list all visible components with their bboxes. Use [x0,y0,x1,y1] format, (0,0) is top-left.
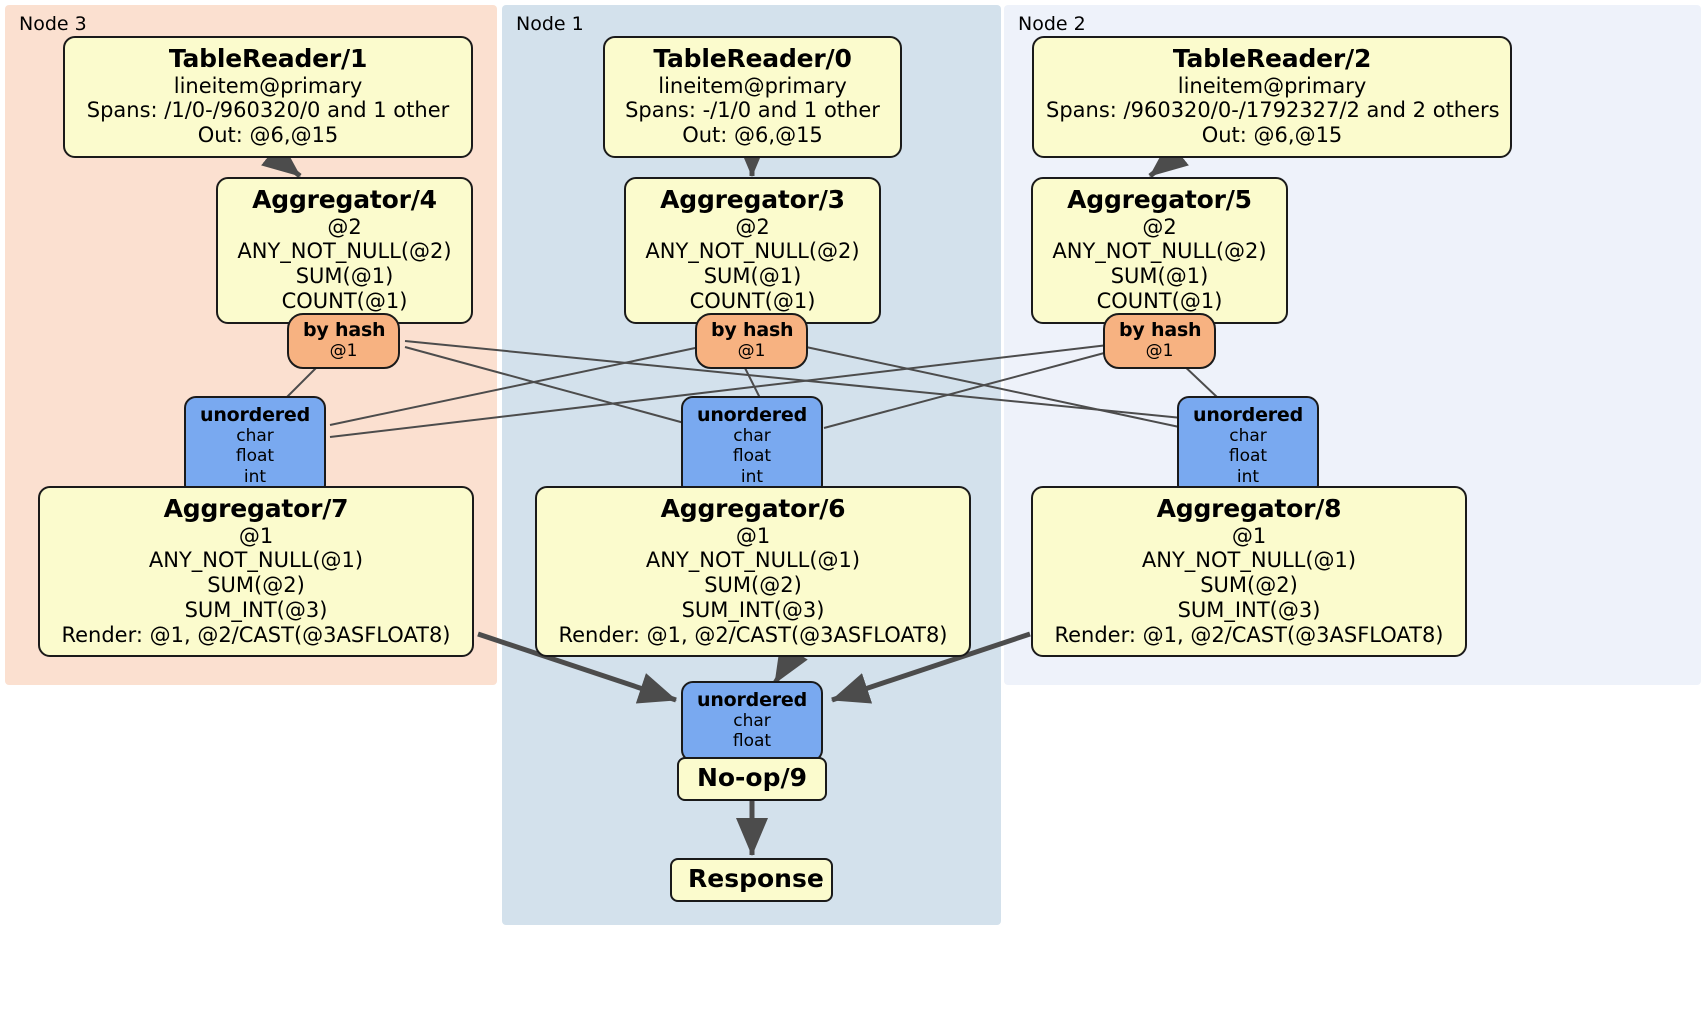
processor-detail-agg1: SUM(@1) [295,264,394,289]
processor-detail-spans: Spans: -/1/0 and 1 other [625,98,880,123]
processor-response[interactable]: Response [670,858,833,902]
synchronizer-unordered-center[interactable]: unordered char float int [681,396,823,497]
router-by-hash-left[interactable]: by hash @1 [287,313,400,370]
router-title: by hash [303,319,386,341]
node-panel-label-node1: Node 1 [516,13,584,35]
processor-title: Aggregator/3 [660,185,845,214]
processor-detail-agg1: SUM(@2) [704,573,802,598]
node-panel-label-node3: Node 3 [19,13,87,35]
processor-detail-agg1: SUM(@2) [207,573,305,598]
synchronizer-type-1: float [732,731,772,752]
processor-aggregator-6[interactable]: Aggregator/6 @1 ANY_NOT_NULL(@1) SUM(@2)… [535,486,971,658]
processor-detail-out: Out: @6,@15 [1201,123,1343,148]
processor-title: TableReader/2 [1172,44,1372,73]
processor-detail-out: Out: @6,@15 [197,123,339,148]
router-title: by hash [1119,319,1202,341]
processor-aggregator-7[interactable]: Aggregator/7 @1 ANY_NOT_NULL(@1) SUM(@2)… [38,486,474,658]
processor-title: Response [688,864,824,893]
router-detail-column: @1 [737,341,766,362]
synchronizer-type-2: int [243,466,267,487]
processor-detail-agg1: SUM(@1) [1110,264,1209,289]
processor-detail-render: Render: @1, @2/CAST(@3ASFLOAT8) [61,622,451,647]
processor-aggregator-5[interactable]: Aggregator/5 @2 ANY_NOT_NULL(@2) SUM(@1)… [1031,177,1288,324]
processor-title: Aggregator/5 [1067,185,1252,214]
processor-detail-agg2: COUNT(@1) [1096,288,1223,313]
processor-detail-agg2: SUM_INT(@3) [1177,597,1321,622]
router-detail-column: @1 [329,341,358,362]
synchronizer-type-0: char [1229,426,1267,447]
processor-detail-groupcols: @2 [327,214,362,239]
processor-detail-spans: Spans: /960320/0-/1792327/2 and 2 others [1046,98,1500,123]
synchronizer-type-2: int [1236,466,1260,487]
processor-title: Aggregator/8 [1156,494,1342,523]
processor-table-reader-1[interactable]: TableReader/1 lineitem@primary Spans: /1… [63,36,473,158]
processor-detail-groupcols: @2 [735,214,770,239]
synchronizer-title: unordered [200,404,311,426]
processor-table-reader-2[interactable]: TableReader/2 lineitem@primary Spans: /9… [1032,36,1512,158]
synchronizer-type-1: float [1228,446,1268,467]
node-panel-label-node2: Node 2 [1018,13,1086,35]
processor-detail-agg0: ANY_NOT_NULL(@1) [148,548,364,573]
processor-detail-out: Out: @6,@15 [682,123,823,148]
processor-detail-groupcols: @1 [735,523,771,548]
router-detail-column: @1 [1145,341,1174,362]
synchronizer-unordered-left[interactable]: unordered char float int [184,396,326,497]
processor-detail-agg0: ANY_NOT_NULL(@2) [237,239,452,264]
processor-aggregator-8[interactable]: Aggregator/8 @1 ANY_NOT_NULL(@1) SUM(@2)… [1031,486,1467,658]
synchronizer-type-1: float [235,446,275,467]
processor-table-reader-0[interactable]: TableReader/0 lineitem@primary Spans: -/… [603,36,902,158]
processor-detail-spans: Spans: /1/0-/960320/0 and 1 other [86,98,450,123]
processor-aggregator-4[interactable]: Aggregator/4 @2 ANY_NOT_NULL(@2) SUM(@1)… [216,177,473,324]
processor-title: TableReader/0 [653,44,852,73]
router-by-hash-right[interactable]: by hash @1 [1103,313,1216,370]
processor-detail-render: Render: @1, @2/CAST(@3ASFLOAT8) [558,622,948,647]
processor-detail-table: lineitem@primary [173,73,363,98]
processor-aggregator-3[interactable]: Aggregator/3 @2 ANY_NOT_NULL(@2) SUM(@1)… [624,177,881,324]
synchronizer-unordered-final[interactable]: unordered char float [681,681,823,762]
processor-detail-table: lineitem@primary [1177,73,1367,98]
processor-title: TableReader/1 [168,44,368,73]
synchronizer-title: unordered [697,689,808,711]
processor-noop-9[interactable]: No-op/9 [677,757,827,801]
processor-title: No-op/9 [696,763,808,792]
synchronizer-type-0: char [733,711,771,732]
processor-detail-agg0: ANY_NOT_NULL(@1) [1141,548,1357,573]
processor-title: Aggregator/4 [252,185,437,214]
synchronizer-type-1: float [732,446,772,467]
processor-detail-agg0: ANY_NOT_NULL(@1) [645,548,861,573]
router-by-hash-center[interactable]: by hash @1 [695,313,808,370]
processor-detail-groupcols: @1 [1231,523,1267,548]
processor-title: Aggregator/6 [660,494,846,523]
processor-title: Aggregator/7 [163,494,349,523]
processor-detail-agg0: ANY_NOT_NULL(@2) [1052,239,1267,264]
processor-detail-table: lineitem@primary [658,73,847,98]
synchronizer-title: unordered [1193,404,1304,426]
processor-detail-agg1: SUM(@1) [703,264,802,289]
synchronizer-title: unordered [697,404,808,426]
router-title: by hash [711,319,794,341]
synchronizer-type-2: int [740,466,764,487]
synchronizer-type-0: char [733,426,771,447]
processor-detail-agg1: SUM(@2) [1200,573,1298,598]
processor-detail-groupcols: @2 [1142,214,1177,239]
processor-detail-agg2: SUM_INT(@3) [681,597,825,622]
processor-detail-agg2: SUM_INT(@3) [184,597,328,622]
processor-detail-agg2: COUNT(@1) [281,288,408,313]
processor-detail-groupcols: @1 [238,523,274,548]
synchronizer-unordered-right[interactable]: unordered char float int [1177,396,1319,497]
processor-detail-agg2: COUNT(@1) [689,288,816,313]
processor-detail-render: Render: @1, @2/CAST(@3ASFLOAT8) [1054,622,1444,647]
synchronizer-type-0: char [236,426,274,447]
processor-detail-agg0: ANY_NOT_NULL(@2) [645,239,860,264]
